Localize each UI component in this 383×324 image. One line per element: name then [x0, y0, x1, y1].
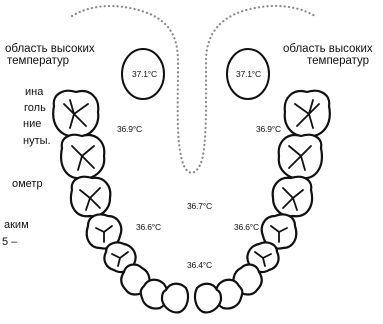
- temp-right-lower: 36.6°C: [234, 222, 259, 232]
- left-region-label-line2: температур: [5, 55, 95, 67]
- side-text-4: нуты.: [23, 135, 51, 147]
- right-region-label-line2: температур: [283, 55, 373, 67]
- tooth-left-incisor-1: [162, 284, 188, 313]
- side-text-3: ние: [23, 118, 41, 130]
- side-text-1: ина: [25, 86, 43, 98]
- temp-right-oval: 37.1°C: [236, 69, 261, 79]
- temp-left-upper: 36.9°C: [117, 124, 142, 134]
- left-region-label-line1: область высоких: [5, 43, 95, 55]
- temp-center-mid: 36.7°C: [187, 201, 212, 211]
- side-text-2: голь: [24, 102, 46, 114]
- right-region-label-line1: область высоких: [283, 43, 373, 55]
- temp-left-lower: 36.6°C: [136, 222, 161, 232]
- side-text-6: аким: [4, 219, 29, 231]
- side-text-5: ометр: [12, 178, 43, 190]
- temp-bottom-center: 36.4°C: [187, 260, 212, 270]
- tooth-right-incisor-1: [195, 284, 221, 313]
- side-text-7: 5 –: [2, 236, 17, 248]
- left-region-label: область высоких температур: [5, 43, 95, 67]
- temp-left-oval: 37.1°C: [132, 69, 157, 79]
- right-region-label: область высоких температур: [283, 43, 373, 67]
- temp-right-upper: 36.9°C: [256, 124, 281, 134]
